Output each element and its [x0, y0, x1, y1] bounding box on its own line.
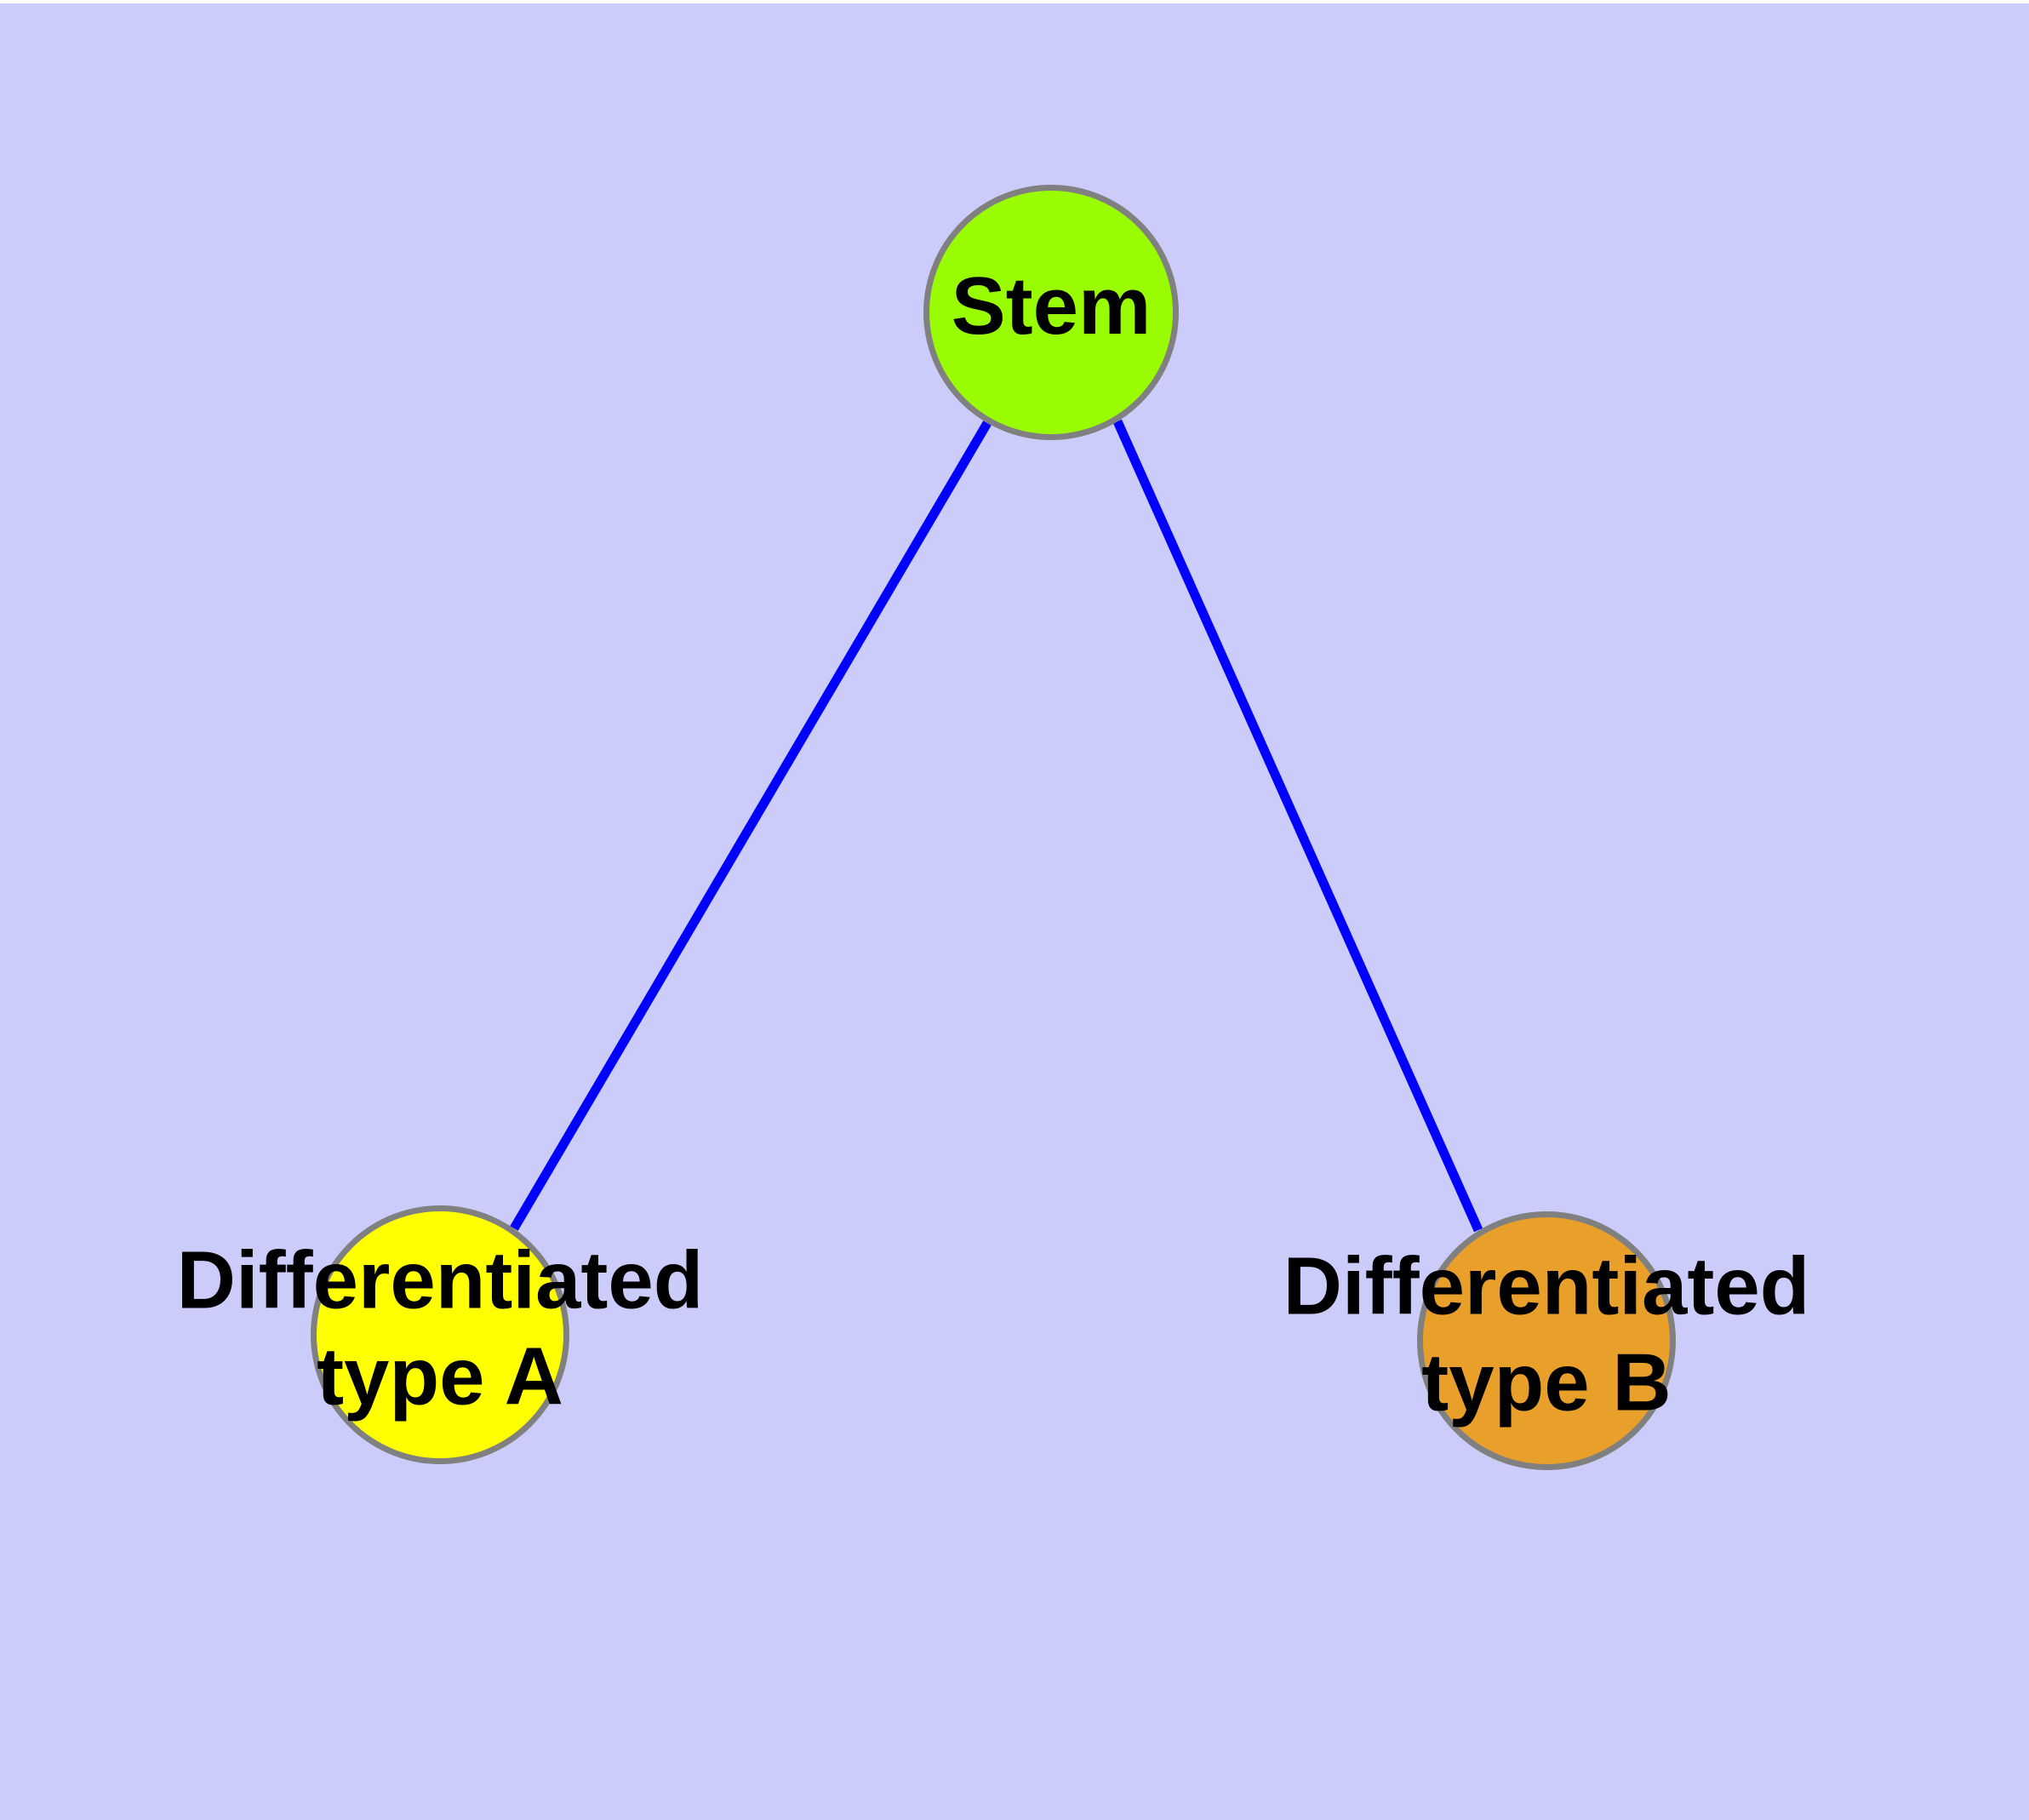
edge-layer [510, 419, 1483, 1233]
node-label-line: type B [1421, 1337, 1671, 1428]
edge-stem-to-differentiated-type-b[interactable] [1112, 419, 1483, 1233]
node-stem-circle[interactable] [923, 185, 1179, 440]
node-label-line: Differentiated [177, 1235, 704, 1326]
node-stem-label: Stem [952, 260, 1152, 352]
edge-stem-to-differentiated-type-a[interactable] [510, 421, 992, 1231]
node-label-line: Stem [952, 260, 1152, 352]
node-label-line: type A [317, 1331, 563, 1422]
node-differentiated-type-b-circle[interactable] [1417, 1211, 1676, 1470]
node-differentiated-type-a-circle[interactable] [311, 1205, 569, 1464]
node-label-line: Differentiated [1283, 1241, 1810, 1332]
node-layer [311, 185, 1676, 1470]
